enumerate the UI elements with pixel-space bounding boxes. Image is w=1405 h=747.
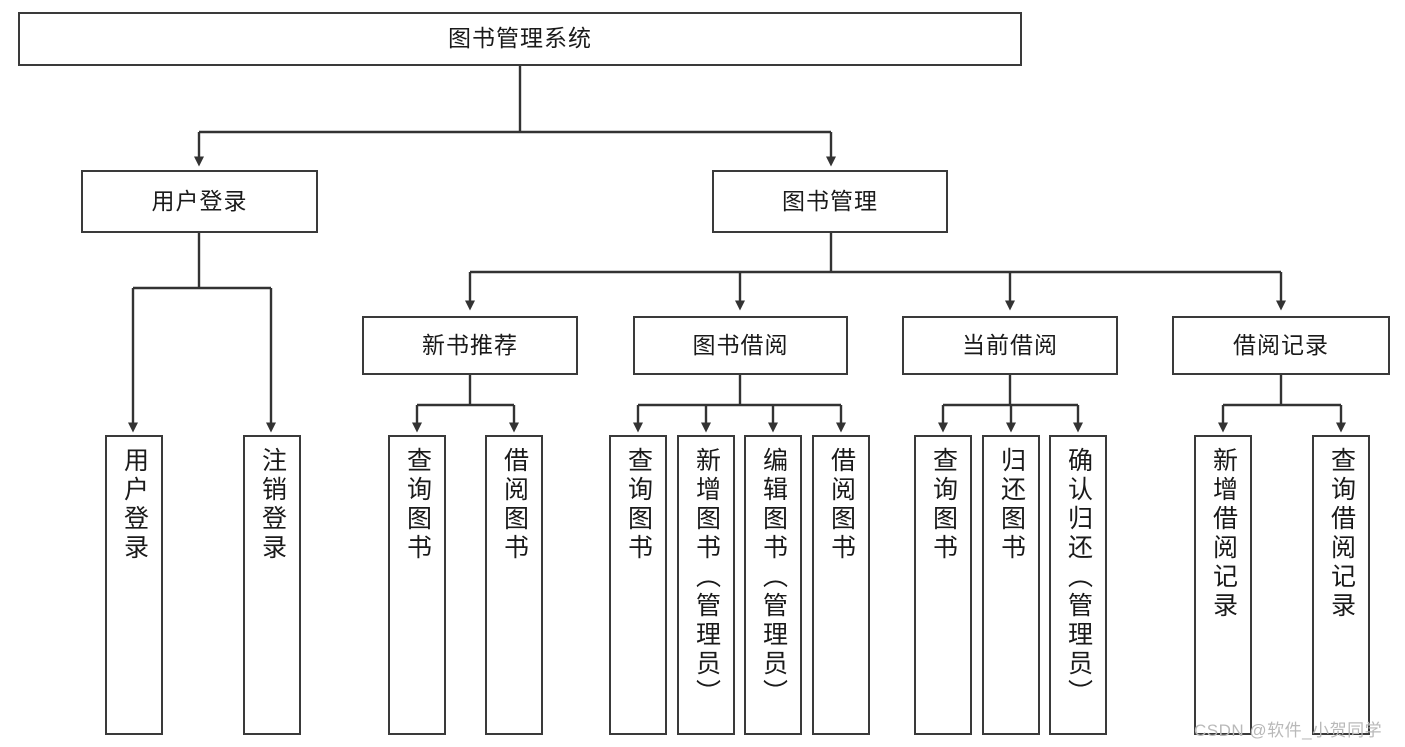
node-label: 归还图书 xyxy=(997,447,1026,563)
leaf-book-borrow-edit[interactable]: 编辑图书（管理员） xyxy=(744,435,802,735)
node-label: 编辑图书（管理员） xyxy=(759,447,788,708)
leaf-book-borrow-query[interactable]: 查询图书 xyxy=(609,435,667,735)
node-label: 查询借阅记录 xyxy=(1327,447,1356,621)
node-label: 确认归还（管理员） xyxy=(1064,447,1093,708)
node-borrow-record[interactable]: 借阅记录 xyxy=(1172,316,1390,375)
leaf-current-borrow-confirm-return[interactable]: 确认归还（管理员） xyxy=(1049,435,1107,735)
node-user-login[interactable]: 用户登录 xyxy=(81,170,318,233)
node-label: 图书借阅 xyxy=(692,331,789,358)
leaf-book-borrow-borrow[interactable]: 借阅图书 xyxy=(812,435,870,735)
csdn-watermark: CSDN @软件_小贺同学 xyxy=(1194,721,1383,740)
node-new-book-recommend[interactable]: 新书推荐 xyxy=(362,316,578,375)
node-current-borrow[interactable]: 当前借阅 xyxy=(902,316,1118,375)
node-book-management[interactable]: 图书管理 xyxy=(712,170,948,233)
leaf-new-book-borrow[interactable]: 借阅图书 xyxy=(485,435,543,735)
leaf-current-borrow-query[interactable]: 查询图书 xyxy=(914,435,972,735)
leaf-book-borrow-add[interactable]: 新增图书（管理员） xyxy=(677,435,735,735)
node-label: 查询图书 xyxy=(929,447,958,563)
leaf-user-login-logout[interactable]: 注销登录 xyxy=(243,435,301,735)
node-label: 当前借阅 xyxy=(962,331,1058,358)
node-label: 图书管理 xyxy=(782,187,878,214)
leaf-current-borrow-return[interactable]: 归还图书 xyxy=(982,435,1040,735)
node-label: 借阅图书 xyxy=(500,447,529,563)
leaf-new-book-query[interactable]: 查询图书 xyxy=(388,435,446,735)
node-root-system[interactable]: 图书管理系统 xyxy=(18,12,1022,66)
node-label: 用户登录 xyxy=(151,187,248,214)
node-label: 借阅记录 xyxy=(1233,331,1329,358)
node-label: 新增借阅记录 xyxy=(1209,447,1238,621)
node-label: 用户登录 xyxy=(120,447,149,563)
node-label: 新增图书（管理员） xyxy=(692,447,721,708)
leaf-user-login-login[interactable]: 用户登录 xyxy=(105,435,163,735)
leaf-borrow-record-query[interactable]: 查询借阅记录 xyxy=(1312,435,1370,735)
node-label: 新书推荐 xyxy=(422,331,518,358)
node-book-borrow[interactable]: 图书借阅 xyxy=(633,316,848,375)
node-label: 查询图书 xyxy=(624,447,653,563)
node-label: 图书管理系统 xyxy=(448,25,592,52)
node-label: 查询图书 xyxy=(403,447,432,563)
leaf-borrow-record-add[interactable]: 新增借阅记录 xyxy=(1194,435,1252,735)
node-label: 注销登录 xyxy=(258,447,287,563)
node-label: 借阅图书 xyxy=(827,447,856,563)
